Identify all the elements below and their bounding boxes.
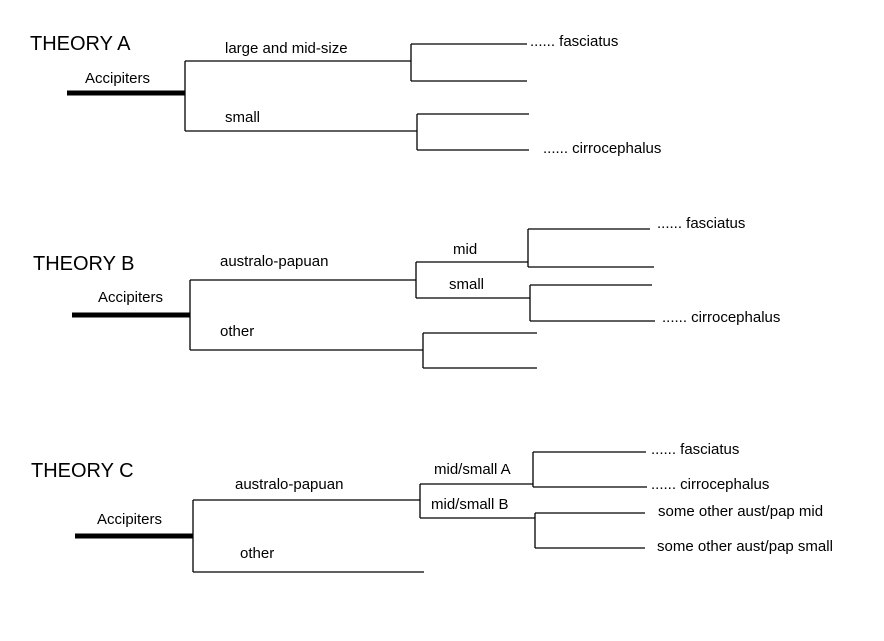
theory-a-leaf-fasciatus: ...... fasciatus	[530, 33, 618, 50]
theory-b-root-label: Accipiters	[98, 289, 163, 306]
theory-a-leaf-cirrocephalus: ...... cirrocephalus	[543, 140, 661, 157]
theory-c-leaf-aust-pap-mid: some other aust/pap mid	[658, 503, 823, 520]
theory-c-root-label: Accipiters	[97, 511, 162, 528]
theory-c-upper-label: australo-papuan	[235, 476, 343, 493]
theory-b-title: THEORY B	[33, 253, 135, 275]
theory-c-leaf-aust-pap-small: some other aust/pap small	[657, 538, 833, 555]
theory-b-leaf-fasciatus: ...... fasciatus	[657, 215, 745, 232]
theory-b-small-label: small	[449, 276, 484, 293]
theory-c-msb-label: mid/small B	[431, 496, 509, 513]
theory-c-msa-label: mid/small A	[434, 461, 511, 478]
theory-b-lower-label: other	[220, 323, 254, 340]
theory-c: THEORY C Accipiters australo-papuan othe…	[31, 441, 833, 573]
theory-a: THEORY A Accipiters large and mid-size s…	[30, 33, 661, 157]
theory-b: THEORY B Accipiters australo-papuan othe…	[33, 215, 780, 369]
theory-c-leaf-cirrocephalus: ...... cirrocephalus	[651, 476, 769, 493]
theory-a-title: THEORY A	[30, 33, 131, 55]
theory-c-lower-label: other	[240, 545, 274, 562]
theory-c-leaf-fasciatus: ...... fasciatus	[651, 441, 739, 458]
theory-b-leaf-cirrocephalus: ...... cirrocephalus	[662, 309, 780, 326]
theory-a-upper-label: large and mid-size	[225, 40, 348, 57]
theory-a-root-label: Accipiters	[85, 70, 150, 87]
theory-a-lower-label: small	[225, 109, 260, 126]
theory-b-upper-label: australo-papuan	[220, 253, 328, 270]
theory-c-title: THEORY C	[31, 460, 134, 482]
theory-b-mid-label: mid	[453, 241, 477, 258]
